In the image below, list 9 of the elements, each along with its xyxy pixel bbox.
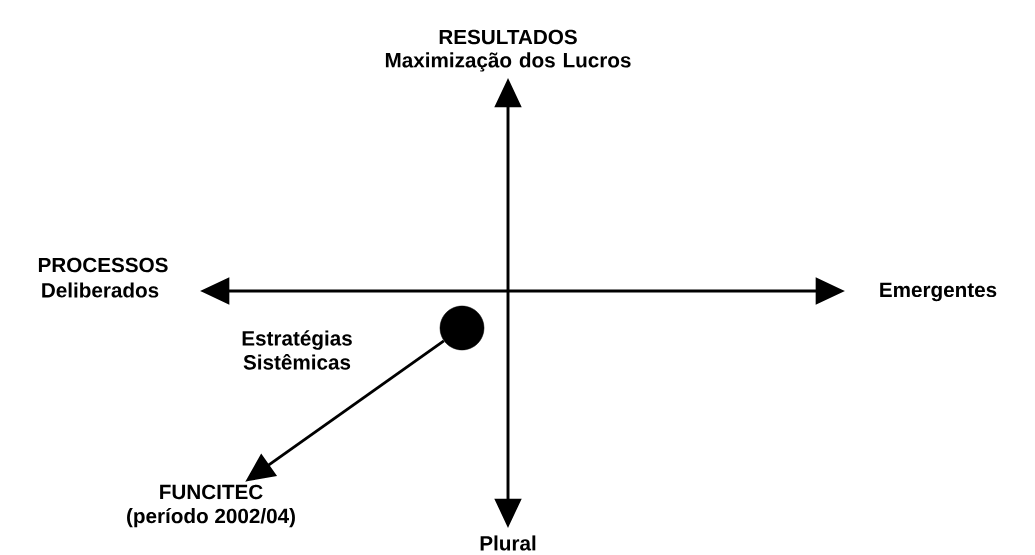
text-label: PROCESSOS — [38, 257, 168, 273]
dot — [439, 305, 485, 351]
text-label: FUNCITEC (período 2002/04) — [127, 484, 295, 528]
text-label: Deliberados — [42, 282, 159, 298]
text-label: Emergentes — [880, 282, 997, 302]
text-label: Estratégias Sistêmicas — [242, 330, 352, 370]
text-label: RESULTADOS — [439, 29, 577, 45]
text-label: Maximização dos Lucros — [385, 52, 631, 72]
text-label: Plural — [480, 535, 536, 551]
